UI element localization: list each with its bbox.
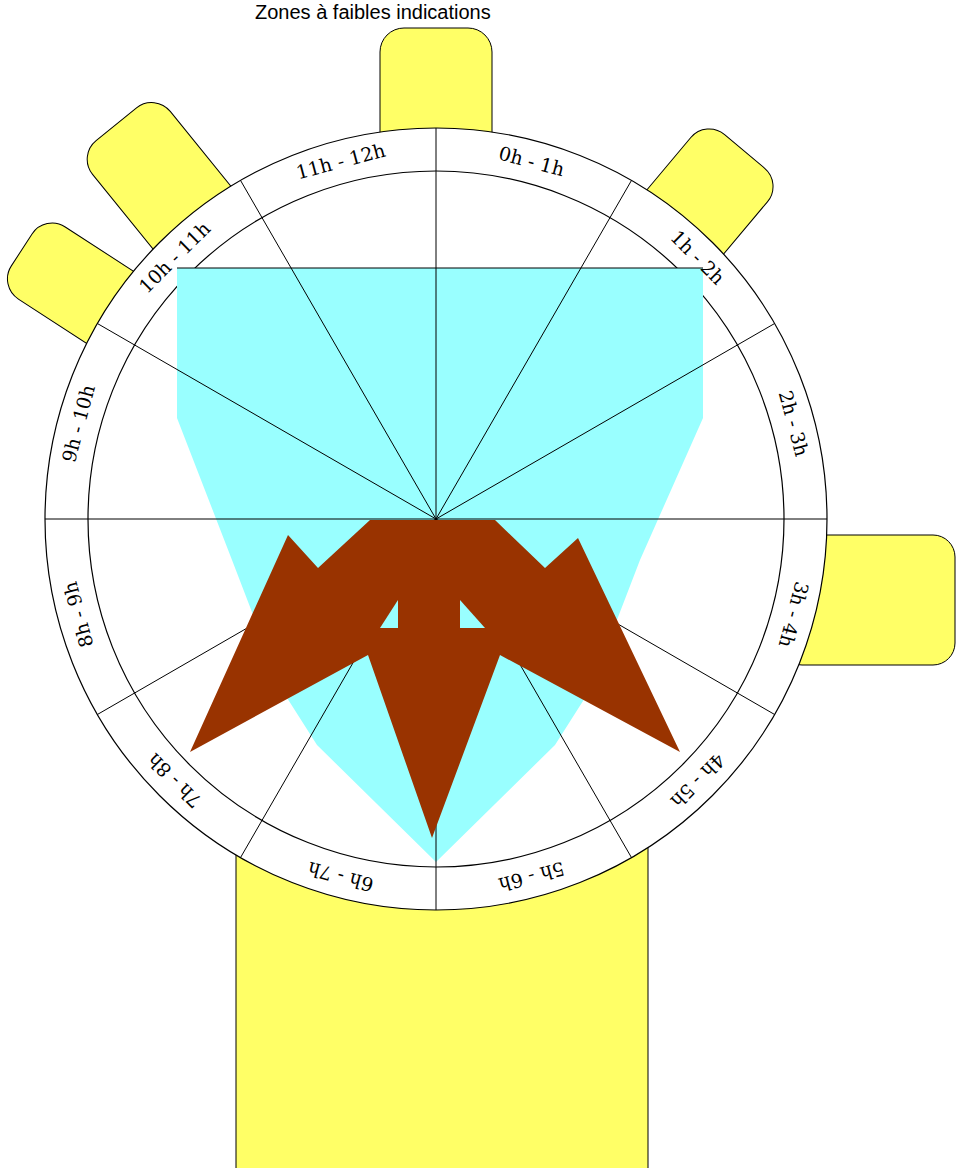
sector-line — [45, 519, 436, 520]
sector-line — [436, 180, 632, 519]
sector-lines — [45, 128, 827, 910]
figure-hole — [460, 600, 485, 628]
diagram-title: Zones à faibles indications — [255, 1, 491, 23]
sector-line — [97, 324, 436, 520]
sector-line — [436, 324, 775, 520]
sector-line — [436, 519, 827, 520]
zone-top-edge — [177, 268, 703, 269]
low-indication-zone — [177, 268, 703, 862]
sector-line — [436, 128, 437, 519]
brown-figure — [190, 520, 680, 838]
sector-line — [241, 180, 437, 519]
dial-outer — [45, 128, 827, 910]
figure-hole — [380, 600, 398, 628]
